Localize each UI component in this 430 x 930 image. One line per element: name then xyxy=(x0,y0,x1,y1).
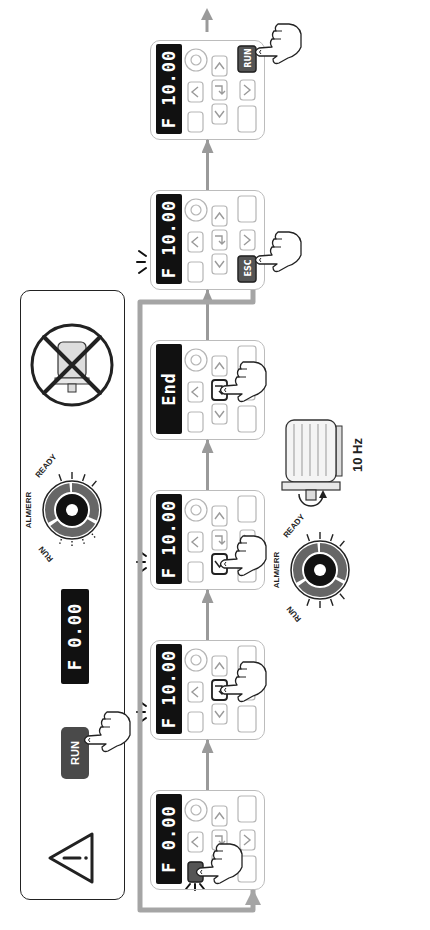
warning-symbol xyxy=(50,834,92,882)
pointing-hand xyxy=(85,712,131,752)
blink-marks xyxy=(137,251,146,273)
motor-not-running-symbol xyxy=(32,325,112,405)
pointing-hand xyxy=(197,844,243,884)
pressed-key xyxy=(212,380,227,400)
display-readout: F 10.00 xyxy=(156,194,182,284)
pressed-key xyxy=(212,554,227,574)
pointing-hand xyxy=(85,24,302,884)
motor-not-running-symbol xyxy=(32,325,112,405)
pressed-key xyxy=(188,46,256,882)
blink-marks xyxy=(137,701,146,723)
status-led-ring xyxy=(43,472,101,548)
keypad-graphic xyxy=(185,196,256,282)
motor-illustration xyxy=(299,494,323,506)
keypad-panel: F 10.00 xyxy=(150,490,265,590)
flow-arrow xyxy=(206,740,209,790)
pressed-key xyxy=(238,256,256,282)
motor-illustration xyxy=(282,420,342,506)
frequency-label: 10 Hz xyxy=(350,438,365,472)
keypad-graphic xyxy=(185,496,256,582)
display-readout: F 0.00 xyxy=(156,794,182,884)
led-label: ALM/ERR xyxy=(272,552,281,588)
warning-symbol xyxy=(84,856,88,860)
keypad-graphic xyxy=(185,346,256,432)
led-label: READY xyxy=(282,512,307,539)
flow-arrow xyxy=(206,140,209,190)
status-led-ring xyxy=(43,481,101,539)
pressed-key xyxy=(215,561,224,567)
display-readout: F 10.00 xyxy=(156,644,182,734)
status-led-ring xyxy=(291,541,349,599)
motor-not-running-symbol xyxy=(68,384,76,392)
pressed-key xyxy=(212,680,227,700)
key-label: ESC xyxy=(239,255,257,281)
motor-illustration xyxy=(282,482,340,490)
blink-marks xyxy=(137,551,146,573)
pressed-key xyxy=(238,46,256,72)
display-readout: End xyxy=(156,344,182,434)
flow-arrow xyxy=(206,440,209,490)
pointing-hand xyxy=(256,232,302,272)
keypad-graphic xyxy=(185,796,256,882)
display-readout: F 10.00 xyxy=(156,494,182,584)
keypad-panel: F 0.00 xyxy=(150,790,265,890)
motor-not-running-symbol xyxy=(55,378,89,384)
status-led-ring xyxy=(59,472,96,486)
keypad-graphic xyxy=(185,46,256,132)
warning-symbol xyxy=(50,834,92,882)
keypad-graphic xyxy=(185,646,256,732)
flow-arrow xyxy=(201,8,213,20)
pressed-key xyxy=(188,862,203,882)
flow-arrow xyxy=(206,290,209,340)
pointing-hand xyxy=(221,536,267,576)
led-label: ALM/ERR xyxy=(24,492,33,528)
keypad-panel: F 10.00 RUN xyxy=(150,40,265,140)
warning-symbol xyxy=(64,857,80,860)
status-led-ring xyxy=(291,532,349,608)
motor-not-running-symbol xyxy=(44,337,100,393)
pressed-key xyxy=(215,386,225,394)
flow-arrow xyxy=(206,590,209,640)
display-readout: F 10.00 xyxy=(156,44,182,134)
keypad-panel: F 10.00 xyxy=(150,640,265,740)
note-box: RUN F 0.00 xyxy=(20,290,125,900)
motor-illustration xyxy=(336,426,342,476)
pointing-hand xyxy=(221,662,267,702)
led-label: RUN xyxy=(285,604,303,623)
pointing-hand xyxy=(221,362,267,402)
pressed-key xyxy=(215,686,225,694)
blink-marks xyxy=(137,251,204,890)
status-led-ring xyxy=(307,532,344,608)
motor-illustration xyxy=(294,424,326,476)
flow-arrow xyxy=(206,18,209,32)
keypad-panel: End xyxy=(150,340,265,440)
return-bracket-line xyxy=(140,290,253,910)
pointing-hand xyxy=(256,24,302,64)
button-label: RUN xyxy=(61,727,89,779)
motor-not-running-symbol xyxy=(58,342,86,378)
key-label: RUN xyxy=(239,45,257,71)
status-led-ring xyxy=(59,534,96,548)
keypad-graphic xyxy=(185,46,256,882)
display-readout: F 0.00 xyxy=(61,589,89,684)
led-label: RUN xyxy=(37,544,55,563)
keypad-panel: F 10.00ESC xyxy=(150,190,265,290)
flow-arrow xyxy=(201,8,213,32)
motor-illustration xyxy=(306,490,316,500)
led-label: READY xyxy=(34,452,59,479)
motor-illustration xyxy=(286,420,336,482)
